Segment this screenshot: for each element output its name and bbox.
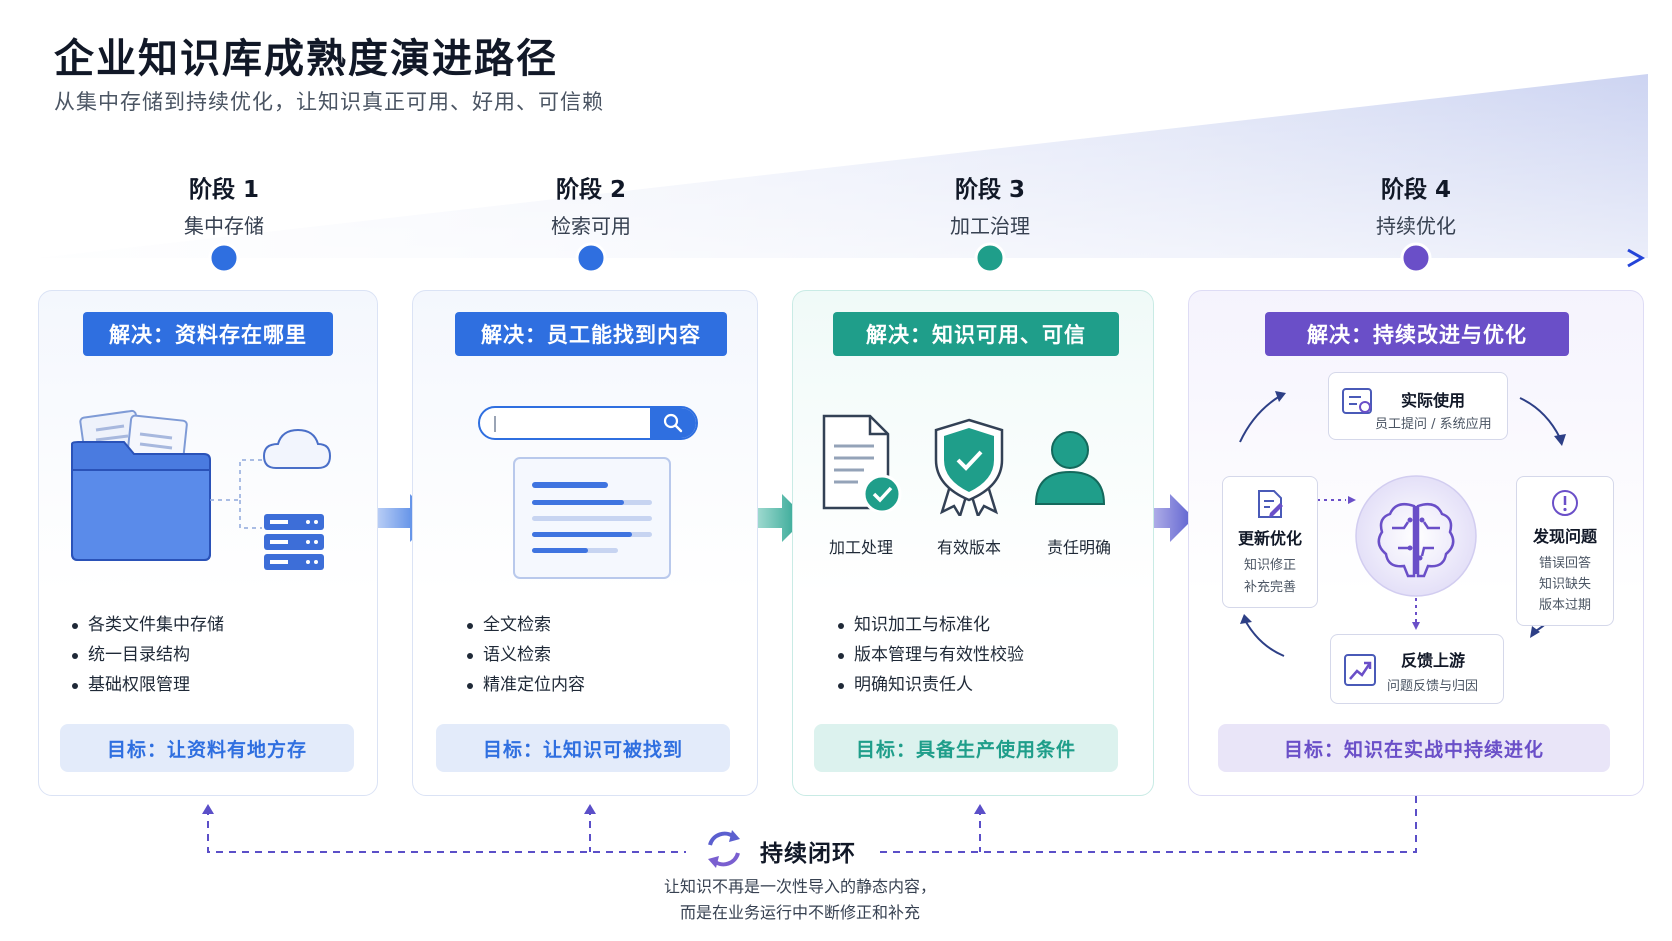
loop-usage-sub: 员工提问 / 系统应用 [1375,417,1492,432]
search-button[interactable] [650,408,696,438]
stage4-solve-badge: 解决：持续改进与优化 [1265,312,1569,356]
loop-node-update: 更新优化 知识修正 补充完善 [1222,476,1318,608]
loop-issue-sub-2: 知识缺失 [1538,577,1591,592]
person-icon [1034,431,1106,505]
stage4-loop-diagram [1239,391,1566,698]
search-icon [663,413,683,433]
stage3-name: 加工治理 [950,214,1030,238]
stage2-header: 阶段 2 检索可用 [481,170,701,239]
stage3-icon-label-1: 加工处理 [828,538,893,557]
stage2-goal: 目标：让知识可被找到 [436,724,730,772]
loop-issue-sub-3: 版本过期 [1538,598,1591,613]
stage4-name: 持续优化 [1376,214,1456,238]
arrow-3-4 [1142,494,1194,542]
list-item: 精准定位内容 [467,670,585,700]
list-item: 明确知识责任人 [838,670,1024,700]
list-item: 知识加工与标准化 [838,610,1024,640]
stage3-dot [974,242,1006,274]
loop-feedback-title: 反馈上游 [1401,651,1466,670]
loop-node-feedback: 反馈上游 问题反馈与归因 [1330,634,1504,704]
stage4-dot [1400,242,1432,274]
arrow-2-3 [748,494,806,542]
loop-node-usage: 实际使用 员工提问 / 系统应用 [1328,372,1508,440]
document-check-icon [822,414,902,512]
list-item: 版本管理与有效性校验 [838,640,1024,670]
stage4-number: 阶段 4 [1380,177,1451,203]
stage3-bullets: 知识加工与标准化 版本管理与有效性校验 明确知识责任人 [838,610,1024,700]
stage1-name: 集中存储 [184,214,264,238]
closed-loop-desc-line1: 让知识不再是一次性导入的静态内容， [663,877,936,896]
list-item: 基础权限管理 [72,670,224,700]
chart-up-icon [1344,654,1376,686]
stage2-number: 阶段 2 [555,177,626,203]
page-subtitle: 从集中存储到持续优化，让知识真正可用、好用、可信赖 [54,90,604,114]
closed-loop-description: 让知识不再是一次性导入的静态内容， 而是在业务运行中不断修正和补充 [600,874,1000,926]
alert-icon [1552,490,1578,516]
stage2-dot [575,242,607,274]
loop-node-issue: 发现问题 错误回答 知识缺失 版本过期 [1516,476,1614,626]
search-caret [494,416,496,432]
closed-loop-desc-line2: 而是在业务运行中不断修正和补充 [679,903,920,922]
stage4-goal: 目标：知识在实战中持续进化 [1218,724,1610,772]
stage3-solve-badge: 解决：知识可用、可信 [833,312,1119,356]
stage3-header: 阶段 3 加工治理 [880,170,1100,239]
stage3-icon-label-3: 责任明确 [1046,538,1111,557]
loop-issue-sub-1: 错误回答 [1538,556,1591,571]
list-item: 统一目录结构 [72,640,224,670]
stage1-goal: 目标：让资料有地方存 [60,724,354,772]
folder-icon [71,409,211,561]
stage3-card [792,290,1154,796]
chat-icon [1342,388,1372,414]
list-item: 语义检索 [467,640,585,670]
stage1-bullets: 各类文件集中存储 统一目录结构 基础权限管理 [72,610,224,700]
search-input[interactable] [478,406,698,440]
stage2-solve-badge: 解决：员工能找到内容 [455,312,727,356]
server-icon [264,514,324,570]
page-title: 企业知识库成熟度演进路径 [54,36,558,82]
edit-doc-icon [1258,490,1283,518]
loop-feedback-sub: 问题反馈与归因 [1387,679,1479,694]
stage1-illustration [71,409,332,570]
list-item: 全文检索 [467,610,585,640]
document-icon [513,457,671,579]
stage1-solve-badge: 解决：资料存在哪里 [83,312,333,356]
stage1-header: 阶段 1 集中存储 [114,170,334,239]
list-item: 各类文件集中存储 [72,610,224,640]
closed-loop-title: 持续闭环 [760,841,856,867]
stage3-number: 阶段 3 [954,177,1025,203]
stage2-name: 检索可用 [551,214,631,238]
stage1-dot [208,242,240,274]
shield-check-icon [934,418,1004,516]
stage4-header: 阶段 4 持续优化 [1306,170,1526,239]
loop-usage-title: 实际使用 [1401,391,1466,410]
stage3-goal: 目标：具备生产使用条件 [814,724,1118,772]
cycle-icon [708,830,740,868]
loop-update-sub-1: 知识修正 [1243,558,1296,573]
stage2-bullets: 全文检索 语义检索 精准定位内容 [467,610,585,700]
brain-icon [1377,503,1455,578]
loop-update-title: 更新优化 [1237,529,1302,548]
cloud-icon [262,428,332,469]
loop-update-sub-2: 补充完善 [1243,580,1296,595]
loop-issue-title: 发现问题 [1532,527,1597,546]
stage1-number: 阶段 1 [188,177,259,203]
stage3-icon-label-2: 有效版本 [936,538,1001,557]
